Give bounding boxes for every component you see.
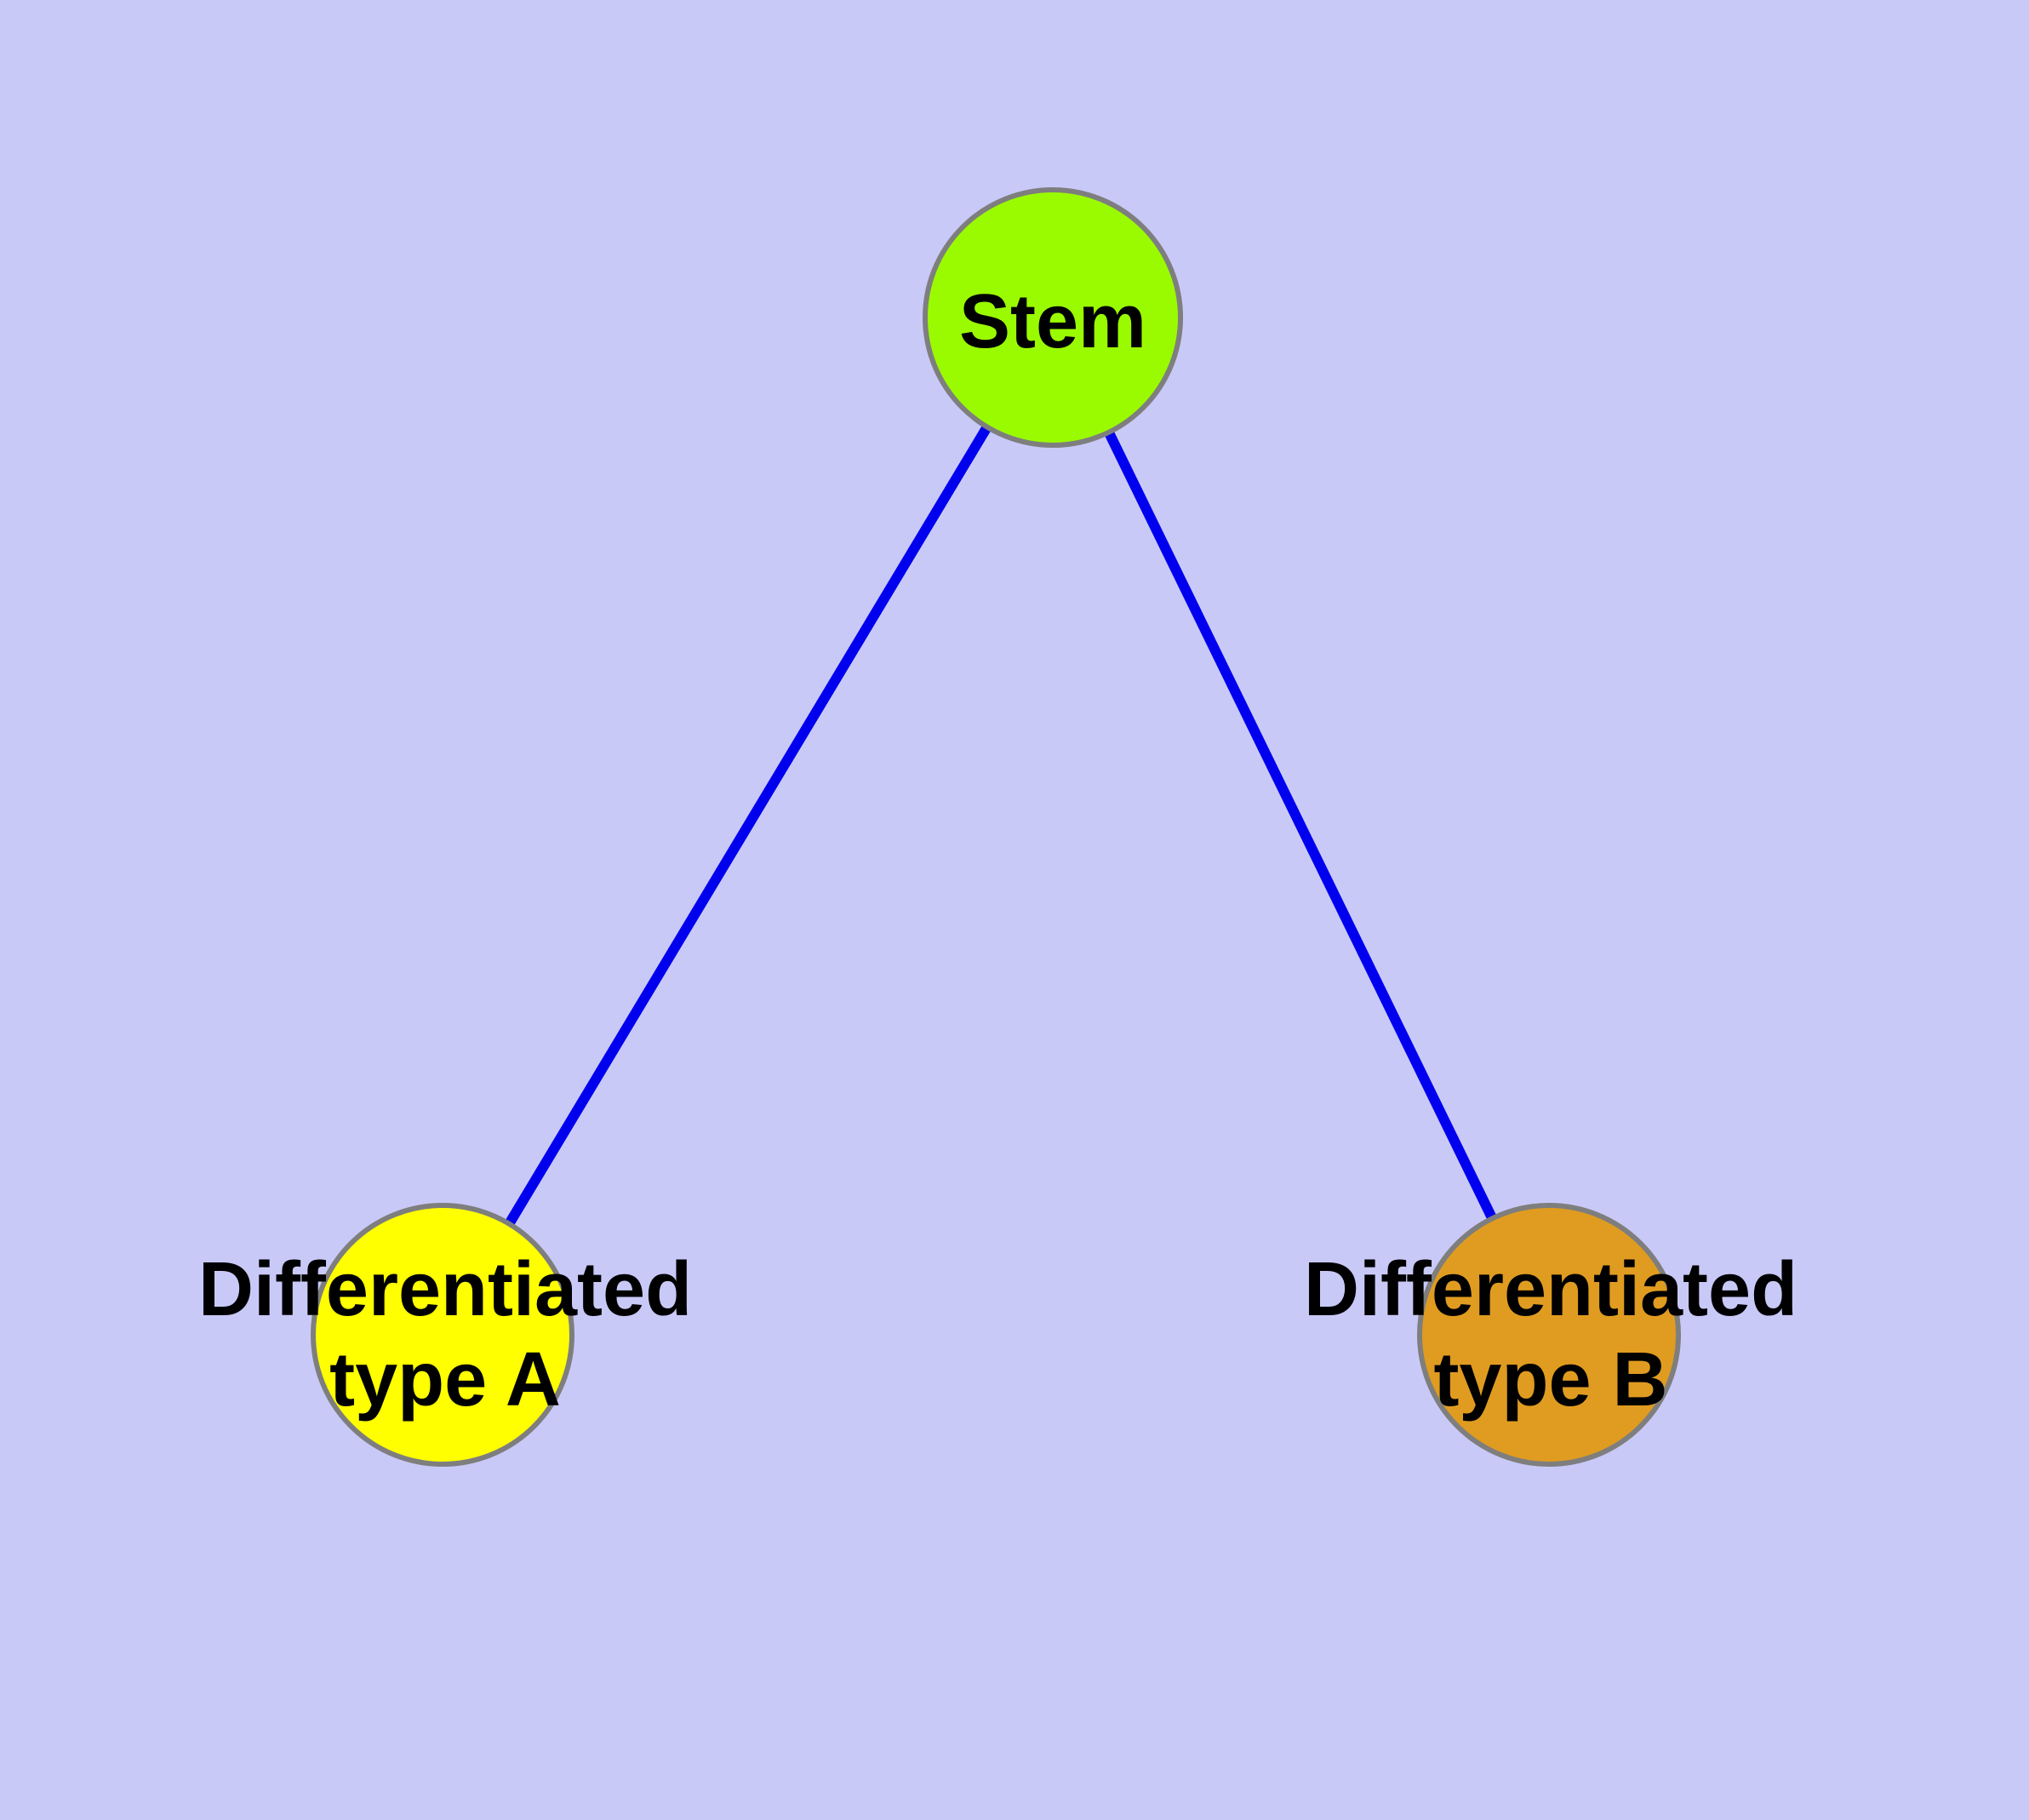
differentiated-type-a-label-line-1: Differentiated	[197, 1246, 693, 1332]
stem-node-label-line: Stem	[958, 278, 1147, 364]
differentiated-type-b-node-circle	[1417, 1203, 1681, 1467]
differentiated-type-b-node-label: Differentiated type B	[1304, 1245, 1798, 1425]
edge-stem-to-type-a	[437, 314, 1058, 1338]
differentiated-type-b-label-line-1: Differentiated	[1303, 1246, 1798, 1332]
differentiated-type-a-node-circle	[311, 1203, 574, 1467]
stem-node-circle	[923, 187, 1183, 448]
differentiated-type-a-label-line-2: type A	[329, 1337, 561, 1422]
differentiated-type-b-label-line-2: type B	[1433, 1337, 1668, 1422]
differentiated-type-a-node-label: Differentiated type A	[198, 1245, 692, 1425]
stem-node-label: Stem	[959, 277, 1146, 367]
edge-stem-to-type-b	[1048, 315, 1554, 1337]
